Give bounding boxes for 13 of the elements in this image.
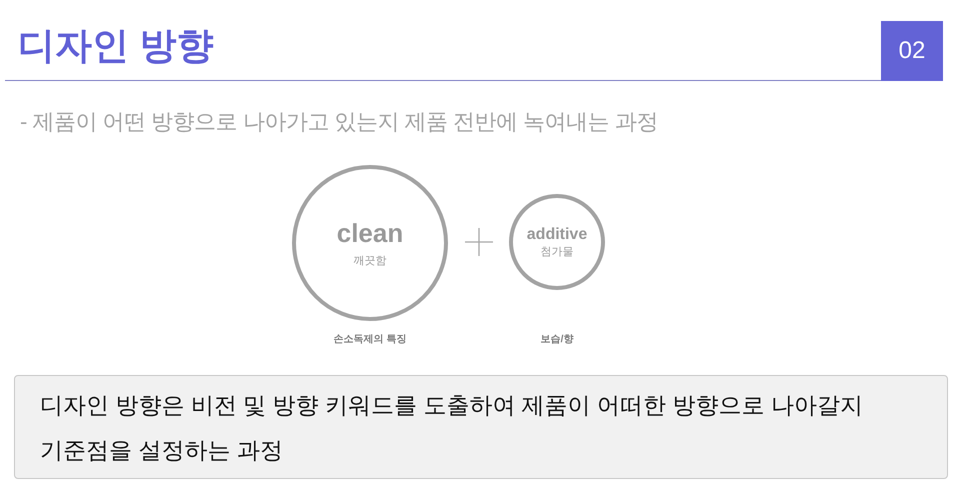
page-title: 디자인 방향: [18, 24, 214, 68]
subtitle-text: - 제품이 어떤 방향으로 나아가고 있는지 제품 전반에 녹여내는 과정: [20, 108, 658, 136]
summary-text: 디자인 방향은 비전 및 방향 키워드를 도출하여 제품이 어떠한 방향으로 나아갈지 기준점을 설정하는 과정: [40, 391, 864, 465]
keyword-meaning: 깨끗함: [354, 254, 386, 267]
keyword-text: additive: [526, 226, 588, 244]
keyword-circle: [509, 194, 605, 290]
keyword-text: clean: [336, 219, 404, 248]
caption-text: 손소독제의 특징: [334, 333, 406, 346]
summary-box: [14, 375, 948, 479]
keyword-circle: [292, 165, 448, 321]
keyword-meaning: 첨가물: [540, 246, 574, 258]
caption-text: 보습/향: [540, 333, 574, 346]
page-number: 02: [881, 21, 943, 81]
